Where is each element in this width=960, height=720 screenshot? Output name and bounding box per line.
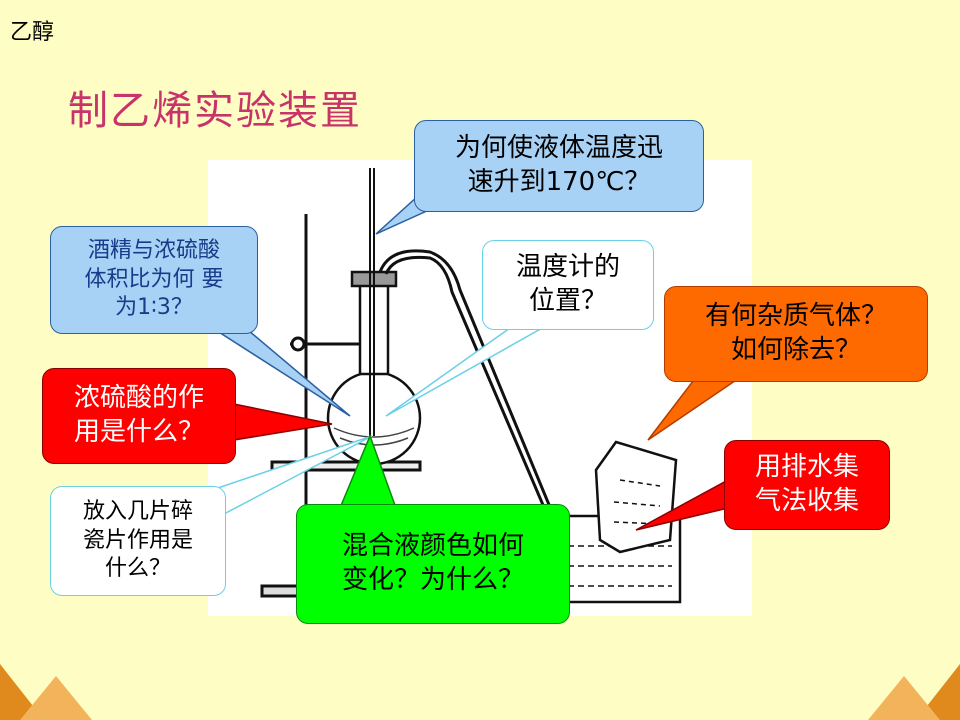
thermometer xyxy=(369,168,375,436)
decorative-triangles xyxy=(0,664,960,720)
callout-text: 用是什么？ xyxy=(73,417,204,447)
callout-text: 气法收集 xyxy=(754,486,859,516)
callout-sulfuric-acid-role: 浓硫酸的作用是什么？ xyxy=(42,368,236,464)
callout-volume-ratio: 酒精与浓硫酸体积比为何 要为1∶3？ xyxy=(50,226,258,334)
callout-text: 有何杂质气体？ xyxy=(704,301,887,332)
callout-text: 速升到170℃？ xyxy=(467,167,651,197)
callout-mixture-color: 混合液颜色如何变化？为什么？ xyxy=(296,504,570,624)
callout-temperature-speed: 为何使液体温度迅速升到170℃？ xyxy=(414,120,704,212)
callout-water-displacement: 用排水集气法收集 xyxy=(724,440,890,530)
callout-text: 位置？ xyxy=(528,286,607,316)
callout-text: 变化？为什么？ xyxy=(341,565,524,595)
callout-text: 用排水集 xyxy=(754,452,859,483)
callout-text: 体积比为何 要 xyxy=(84,266,224,292)
slide-topic: 乙醇 xyxy=(10,20,55,45)
collecting-bottle xyxy=(594,440,678,554)
callout-porcelain-chips: 放入几片碎瓷片作用是什么？ xyxy=(50,486,226,596)
slide-title: 制乙烯实验装置 xyxy=(68,88,362,134)
callout-text: 酒精与浓硫酸 xyxy=(87,238,220,264)
callout-text: 混合液颜色如何 xyxy=(341,531,524,562)
callout-text: 温度计的 xyxy=(515,252,620,283)
callout-text: 什么？ xyxy=(104,556,171,582)
callout-impurity-gas: 有何杂质气体？如何除去？ xyxy=(664,286,928,382)
callout-text: 瓷片作用是 xyxy=(82,527,193,553)
callout-text: 为何使液体温度迅 xyxy=(454,133,663,164)
callout-text: 浓硫酸的作 xyxy=(73,383,204,414)
callout-text: 放入几片碎 xyxy=(82,499,193,525)
callout-thermometer-position: 温度计的位置？ xyxy=(482,240,654,330)
callout-text: 为1∶3？ xyxy=(115,295,193,321)
callout-text: 如何除去？ xyxy=(730,335,861,365)
